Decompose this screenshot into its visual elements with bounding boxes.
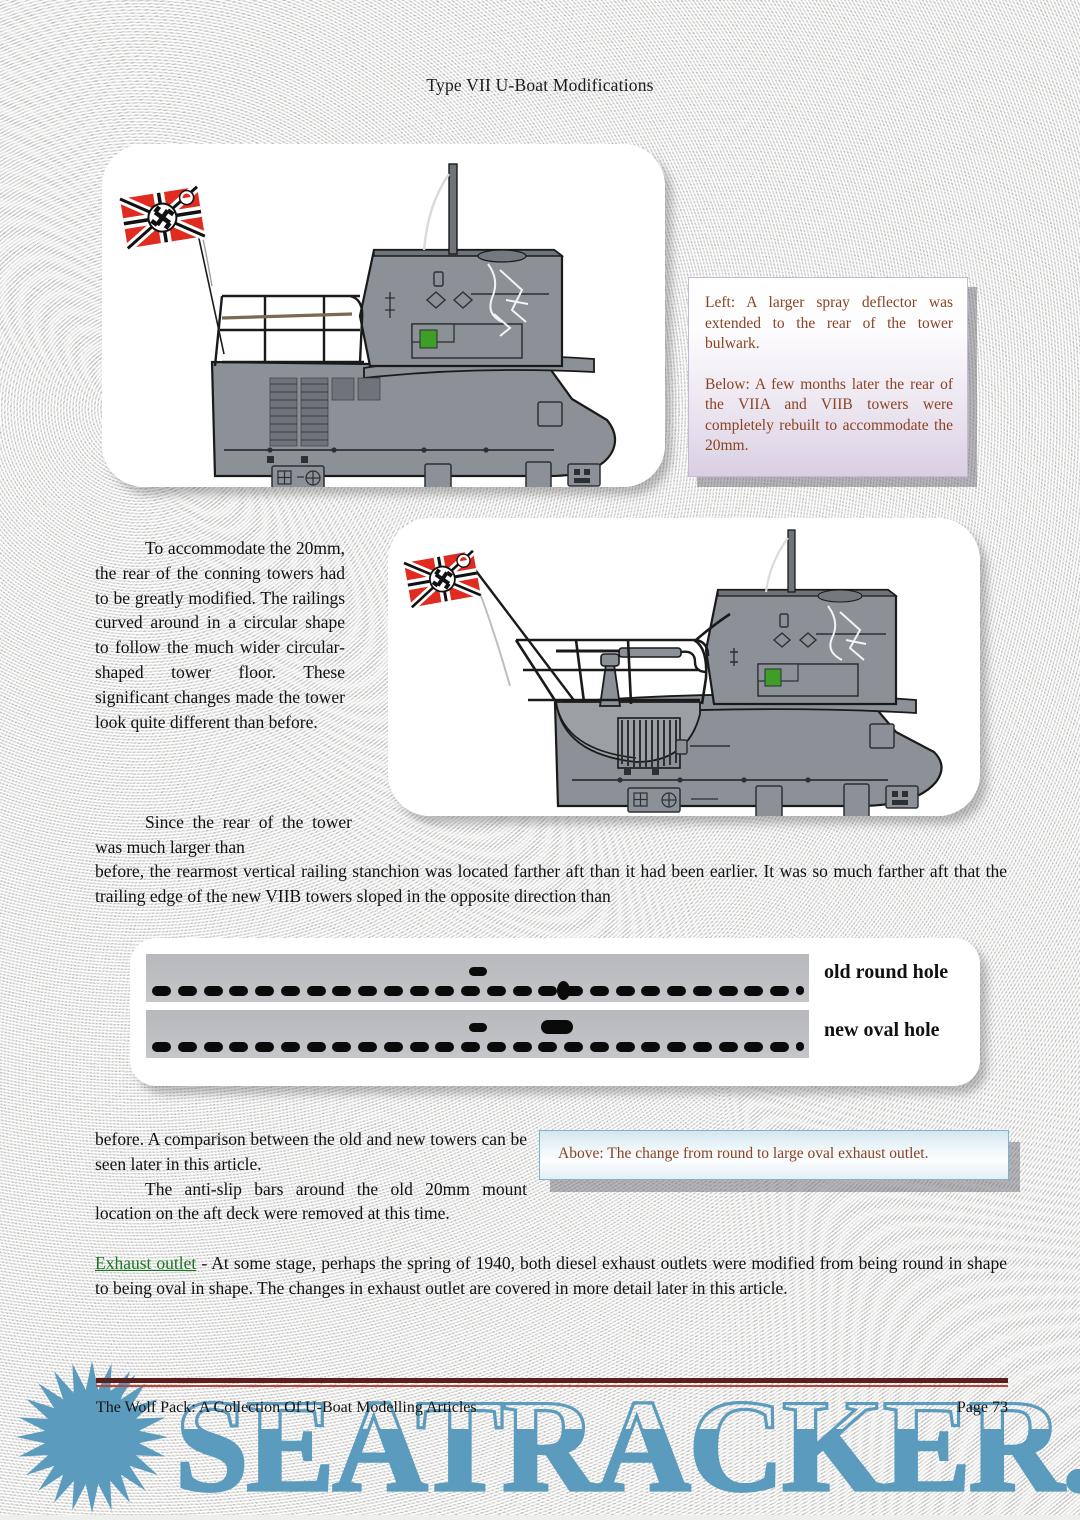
- caption-box-right: Left: A larger spray deflector was exten…: [688, 277, 977, 487]
- exhaust-row-old: old round hole: [146, 954, 964, 1002]
- exhaust-slots-new: [152, 1041, 804, 1052]
- watermark-text-outline: SEATRACKER.RU: [175, 1372, 1080, 1515]
- footer-page-number: Page 73: [956, 1399, 1008, 1416]
- body-paragraph-1: To accommodate the 20mm, the rear of the…: [95, 536, 345, 734]
- caption-right-paragraph-2: Below: A few months later the rear of th…: [705, 375, 953, 455]
- uboat-tower-illustration-top: [102, 144, 665, 487]
- caption-below-inner: Above: The change from round to large ov…: [539, 1130, 1009, 1180]
- uboat-tower-illustration-bottom: [388, 518, 980, 816]
- exhaust-label-new: new oval hole: [824, 1019, 940, 1041]
- seatracker-watermark: SEATRACKER.RU SEATRACKER.RU: [0, 1325, 1080, 1520]
- body-paragraph-2-rest: before, the rearmost vertical railing st…: [95, 859, 1007, 909]
- body-paragraph-2-rest-text: before, the rearmost vertical railing st…: [95, 861, 1007, 906]
- body-paragraphs-lower: before. A comparison between the old and…: [95, 1127, 527, 1226]
- footer-left-text: The Wolf Pack: A Collection Of U-Boat Mo…: [96, 1399, 477, 1416]
- exhaust-diagram-wrap: old round hole new oval hole: [146, 954, 964, 1070]
- exhaust-oval-hole-marker: [541, 1020, 573, 1034]
- exhaust-outlet-rest: - At some stage, perhaps the spring of 1…: [95, 1253, 1007, 1298]
- exhaust-upper-slot-old: [469, 967, 487, 976]
- page-title: Type VII U-Boat Modifications: [426, 75, 654, 95]
- exhaust-outlet-link[interactable]: Exhaust outlet: [95, 1253, 197, 1273]
- body-paragraph-1-text: To accommodate the 20mm, the rear of the…: [95, 538, 345, 732]
- caption-right-paragraph-1: Left: A larger spray deflector was exten…: [705, 294, 953, 352]
- body-paragraph-exhaust-outlet: Exhaust outlet - At some stage, perhaps …: [95, 1251, 1007, 1301]
- exhaust-round-hole-marker: [557, 981, 570, 1000]
- body-paragraph-2-head-text: Since the rear of the tower was much lar…: [95, 812, 352, 857]
- watermark-svg: SEATRACKER.RU SEATRACKER.RU: [16, 1361, 1080, 1520]
- exhaust-row-new: new oval hole: [146, 1010, 964, 1058]
- body-paragraph-4: The anti-slip bars around the old 20mm m…: [95, 1178, 527, 1224]
- caption-box-below: Above: The change from round to large ov…: [539, 1130, 1020, 1192]
- caption-right-inner: Left: A larger spray deflector was exten…: [688, 277, 968, 477]
- footer-bar: The Wolf Pack: A Collection Of U-Boat Mo…: [96, 1396, 1008, 1420]
- exhaust-slots-old: [152, 985, 804, 996]
- uboat-profile-svg-top: [102, 144, 665, 487]
- uboat-profile-svg-bottom: [388, 518, 980, 816]
- exhaust-upper-slot-new: [469, 1023, 487, 1032]
- watermark-text-fill: SEATRACKER.RU: [175, 1372, 1080, 1515]
- body-paragraph-3: before. A comparison between the old and…: [95, 1129, 527, 1174]
- body-paragraph-exhaust-text: Exhaust outlet - At some stage, perhaps …: [95, 1251, 1007, 1301]
- body-paragraph-2-head: Since the rear of the tower was much lar…: [95, 810, 352, 860]
- footer-rule: [96, 1378, 1008, 1387]
- footer-rule-thin: [96, 1385, 1008, 1387]
- exhaust-hole-comparison-figure: old round hole new oval hole: [130, 938, 980, 1086]
- exhaust-label-old: old round hole: [824, 961, 949, 983]
